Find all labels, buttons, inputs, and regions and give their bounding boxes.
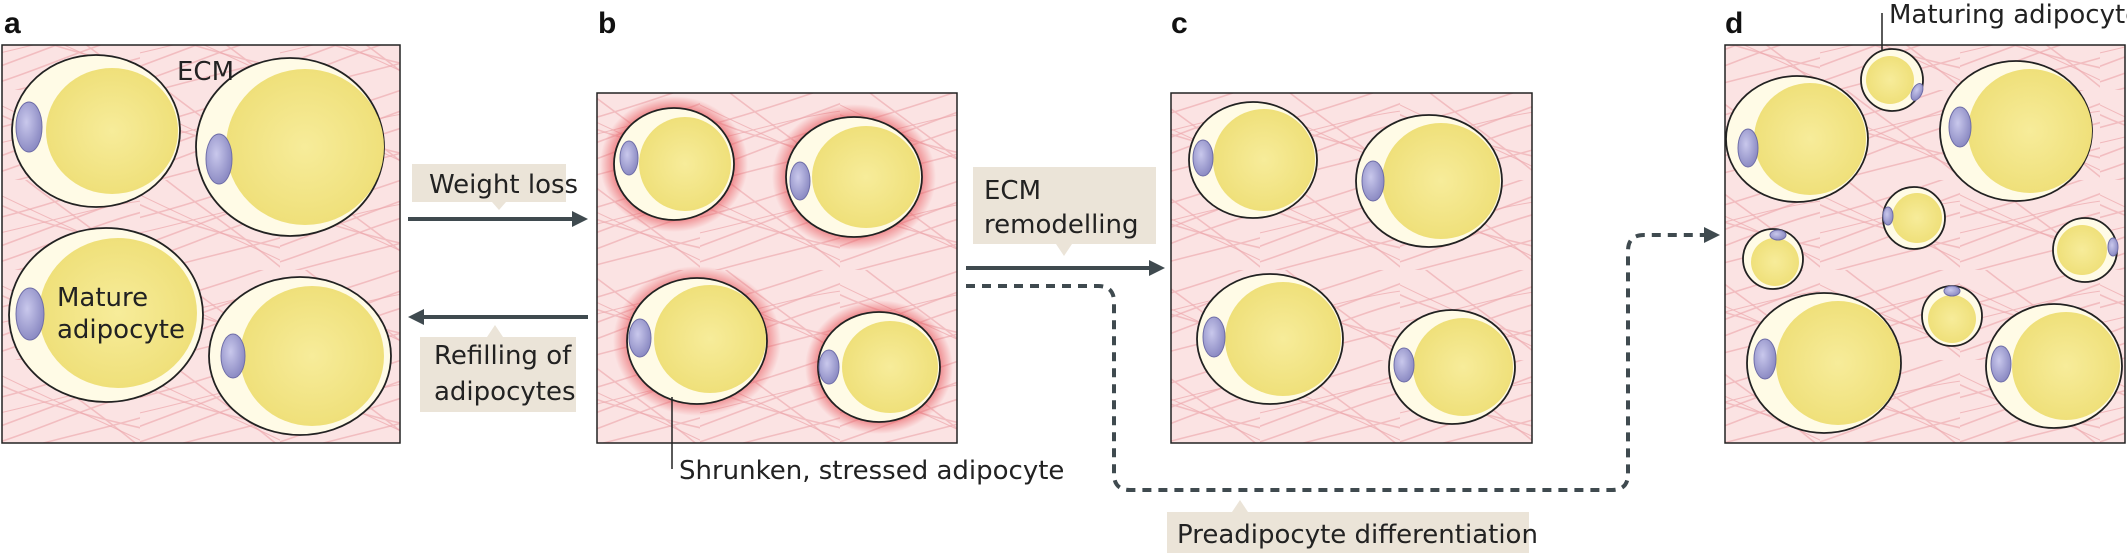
- adipocyte: [208, 276, 392, 436]
- refilling-label-line2: adipocytes: [434, 377, 576, 407]
- refilling-arrow: [408, 309, 588, 325]
- panel-b-letter: b: [598, 7, 616, 40]
- ecm-remodelling-arrow: [966, 260, 1165, 276]
- panel-d-letter: d: [1725, 7, 1743, 40]
- weight-loss-label: Weight loss: [429, 170, 578, 200]
- stressed-adipocyte: [805, 300, 953, 434]
- maturing-adipocyte-label: Maturing adipocyte: [1889, 0, 2127, 30]
- stressed-adipocyte-label: Shrunken, stressed adipocyte: [679, 456, 1064, 486]
- adipocyte: [195, 57, 385, 237]
- adipocyte: [11, 54, 181, 208]
- panel-b-cells: [600, 96, 953, 434]
- panel-c-letter: c: [1171, 7, 1188, 40]
- adipocyte: [1939, 60, 2093, 202]
- weight-loss-label-box: Weight loss: [412, 164, 578, 210]
- adipocyte: [1355, 114, 1503, 248]
- maturing-adipocyte: [2052, 217, 2119, 283]
- preadipocyte-differentiation-arrow: [966, 227, 1720, 492]
- mature-adipocyte-label-line2: adipocyte: [57, 315, 185, 345]
- maturing-adipocyte: [1860, 48, 1924, 112]
- maturing-adipocyte: [1742, 228, 1804, 290]
- ecm-remodelling-label-line2: remodelling: [984, 210, 1139, 240]
- adipocyte: [1985, 303, 2123, 429]
- preadipocyte-differentiation-label-box: Preadipocyte differentiation: [1167, 500, 1538, 553]
- adipocyte: [1725, 75, 1869, 203]
- ecm-label: ECM: [177, 57, 234, 87]
- mature-adipocyte: [8, 227, 204, 403]
- stressed-adipocyte: [600, 96, 748, 232]
- panel-d-cells: [1725, 48, 2123, 434]
- stressed-adipocyte: [613, 266, 781, 416]
- ecm-remodelling-label-line1: ECM: [984, 176, 1041, 206]
- refilling-label-line1: Refilling of: [434, 341, 572, 371]
- mature-adipocyte-label-line1: Mature: [57, 283, 148, 313]
- preadipocyte-differentiation-label: Preadipocyte differentiation: [1177, 520, 1538, 550]
- refilling-label-box: Refilling of adipocytes: [420, 325, 576, 412]
- adipocyte: [1188, 101, 1318, 219]
- panel-a-letter: a: [4, 7, 21, 40]
- ecm-remodelling-label-box: ECM remodelling: [973, 167, 1156, 256]
- stressed-adipocyte: [772, 104, 936, 250]
- adipocyte: [1196, 273, 1344, 405]
- maturing-adipocyte: [1921, 285, 1983, 347]
- panel-c-cells: [1188, 101, 1516, 425]
- adipocyte: [1746, 292, 1902, 434]
- panel-a-cells: [8, 54, 392, 436]
- weight-loss-arrow: [408, 211, 588, 227]
- maturing-adipocyte: [1882, 186, 1946, 250]
- adipocyte: [1388, 309, 1516, 425]
